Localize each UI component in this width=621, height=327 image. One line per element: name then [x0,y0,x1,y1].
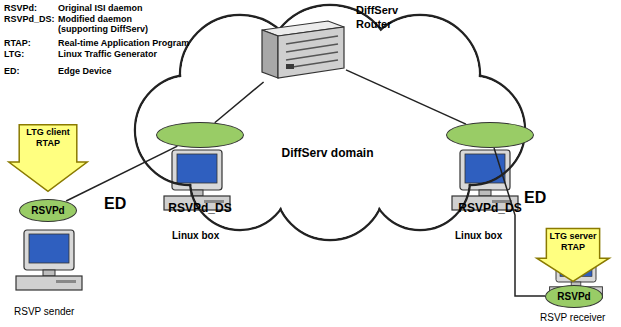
label-holder: ED: [4,66,20,76]
cloud-lobe [135,75,245,185]
input-arrow: LTG server RTAP [536,228,610,282]
label-holder: ED [524,188,546,207]
host-caption: RSVP receiver [540,312,605,324]
label-holder: Real-time Application Program [58,38,189,48]
cloud-outline [135,5,525,240]
abbreviation-meaning: Modified daemon (supporting DiffServ) [58,14,172,35]
label-holder: Linux box [172,230,219,242]
node-text: LTG server RTAP [544,231,602,253]
abbreviation-meaning: Edge Device [58,66,112,76]
node-text: LTG client RTAP [19,127,77,149]
daemon-ellipse: RSVPd [19,199,77,222]
router-box: DiffServ Router [258,18,346,82]
label-holder: RTAP: [4,38,31,48]
label-holder: Modified daemon (supporting DiffServ) [58,14,172,35]
device-caption: Linux box [172,230,219,242]
node-text: RSVPd_DS [157,201,243,215]
label-holder: Linux Traffic Generator [58,49,157,59]
abbreviation-term: RTAP: [4,38,31,48]
node-text: RSVPd [557,291,590,302]
label-holder: RSVPd: [4,3,37,13]
sender-computer [16,230,82,290]
label-holder: ED [104,194,126,213]
node-text: RSVPd [31,205,64,216]
label-holder: Linux box [455,230,502,242]
device-tag: ED [104,194,126,213]
device-tag: ED [524,188,546,207]
abbreviation-meaning: Linux Traffic Generator [58,49,157,59]
label-holder: Edge Device [58,66,112,76]
network-link [66,146,177,201]
label-holder: Original ISI daemon [58,3,143,13]
node-text: DiffServ Router [356,4,420,32]
node-text: DiffServ domain [130,146,525,160]
label-holder: RSVP receiver [540,312,605,324]
router-icon [258,18,346,82]
abbreviation-meaning: Real-time Application Program [58,38,189,48]
network-link [494,148,545,296]
network-link [215,82,264,123]
device-caption: Linux box [455,230,502,242]
input-arrow: LTG client RTAP [8,124,88,192]
node-text: RSVPd_DS [447,201,533,215]
label-holder: RSVP sender [14,306,74,318]
host-caption: RSVP sender [14,306,74,318]
daemon-ellipse: RSVPd_DS [446,122,534,148]
daemon-ellipse: RSVPd_DS [156,122,244,148]
label-holder: LTG: [4,49,24,59]
abbreviation-meaning: Original ISI daemon [58,3,143,13]
abbreviation-term: LTG: [4,49,24,59]
abbreviation-term: RSVPd: [4,3,37,13]
cloud-lobe [415,75,525,185]
label-holder: RSVPd_DS: [4,14,55,24]
daemon-ellipse: RSVPd [545,285,603,308]
cloud-lobe [190,130,290,230]
abbreviation-term: RSVPd_DS: [4,14,55,24]
abbreviation-term: ED: [4,66,20,76]
